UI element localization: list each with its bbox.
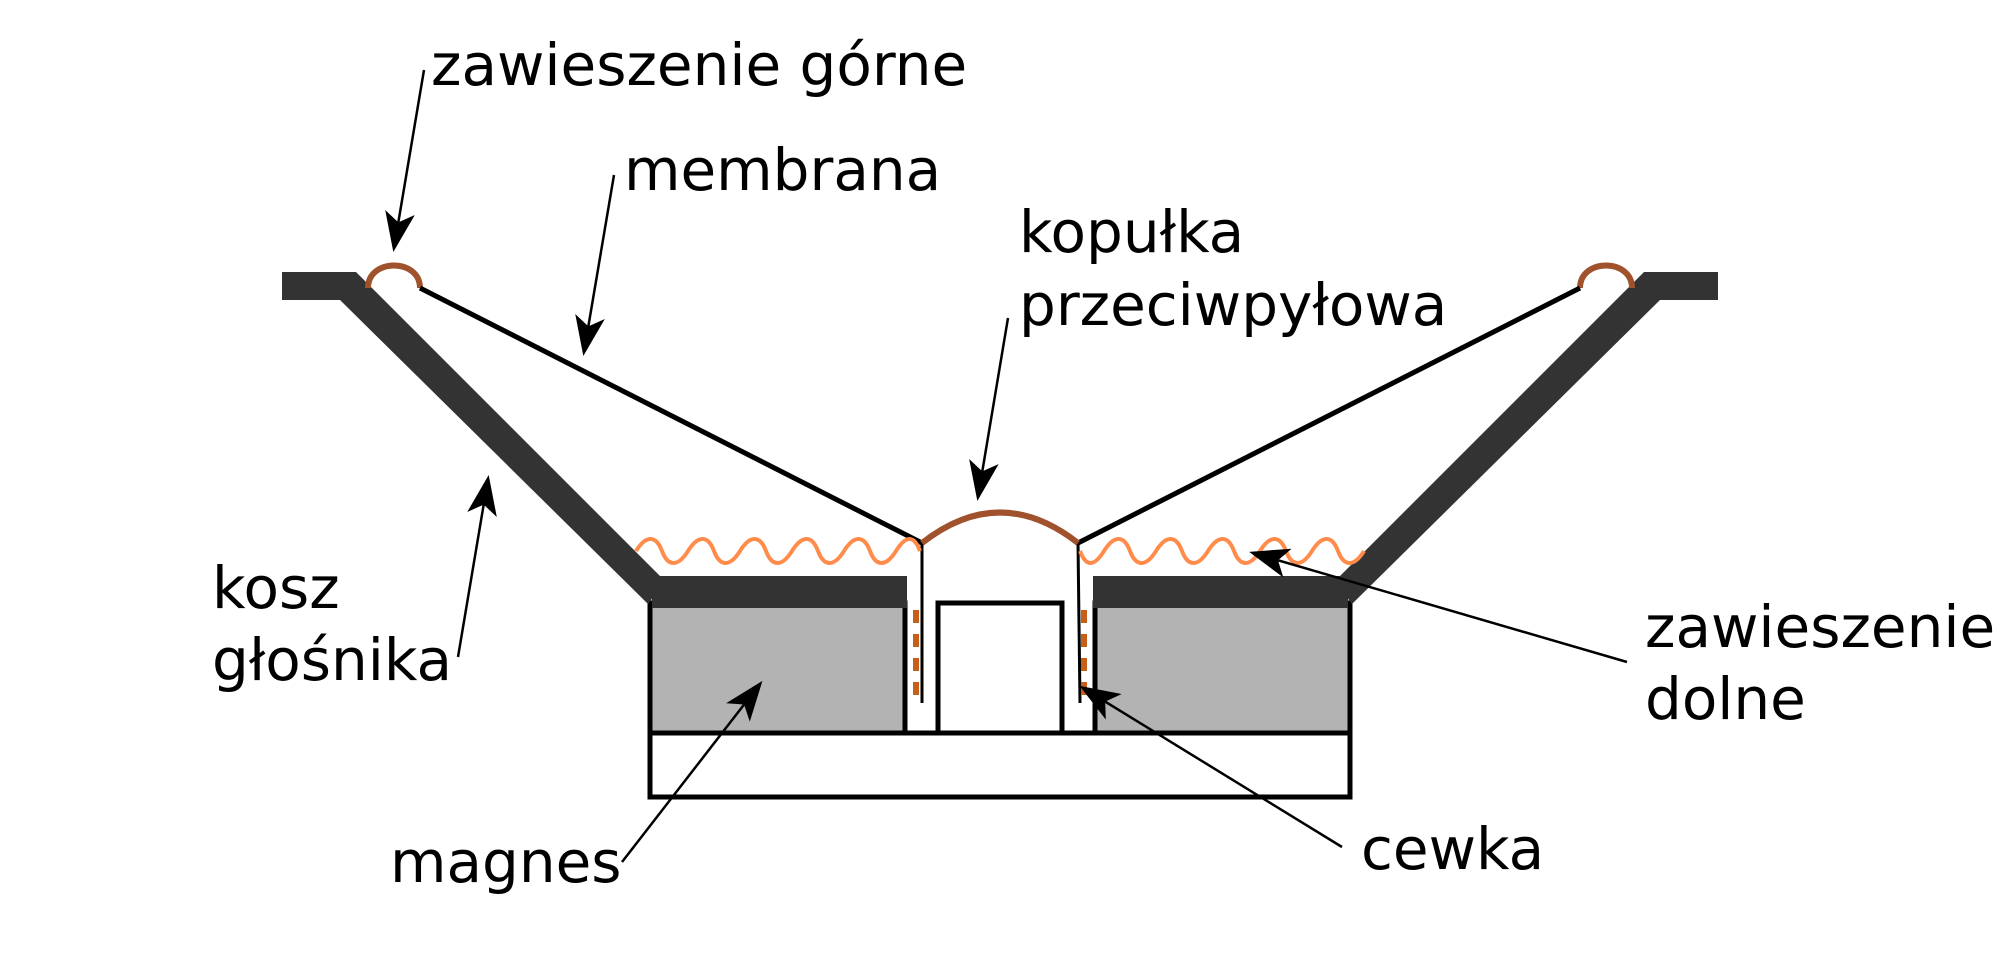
leader-upper-suspension	[385, 69, 426, 252]
membrane-right	[1076, 285, 1582, 546]
leader-magnet	[621, 680, 763, 863]
label-coil: cewka	[1361, 815, 1544, 883]
lower-suspension-right	[1078, 537, 1366, 565]
pole-piece	[935, 600, 1065, 736]
coil-former-right	[1076, 542, 1082, 704]
magnet-left	[647, 600, 908, 736]
bottom-plate	[647, 730, 1353, 800]
label-basket: kosz głośnika	[212, 554, 452, 694]
top-plate-right	[1093, 576, 1348, 608]
lower-suspension-left	[634, 537, 922, 565]
dust-cap	[920, 509, 1080, 546]
upper-suspension-right	[1577, 262, 1635, 289]
upper-suspension-left	[365, 262, 423, 289]
label-upper-suspension: zawieszenie górne	[431, 31, 967, 99]
label-dust-cap: kopułka przeciwpyłowa	[1019, 198, 1447, 339]
label-lower-suspension-line1: zawieszenie	[1645, 593, 1995, 661]
leader-coil	[1079, 685, 1343, 849]
leader-lower-suspension	[1249, 548, 1628, 664]
basket-left	[282, 272, 665, 604]
label-basket-line2: głośnika	[212, 626, 452, 694]
label-magnet: magnes	[390, 828, 622, 896]
membrane-left	[418, 285, 924, 546]
label-dust-cap-line1: kopułka	[1019, 198, 1244, 266]
leader-membrane	[575, 174, 616, 356]
label-membrane: membrana	[624, 136, 941, 204]
leader-basket	[456, 475, 497, 658]
top-plate-left	[652, 576, 907, 608]
leader-dust-cap	[969, 317, 1010, 501]
label-lower-suspension-line2: dolne	[1645, 665, 1806, 733]
basket-right	[1335, 272, 1718, 604]
label-basket-line1: kosz	[212, 554, 340, 622]
magnet-right	[1092, 600, 1353, 736]
label-lower-suspension: zawieszenie dolne	[1645, 593, 2000, 733]
label-dust-cap-line2: przeciwpyłowa	[1019, 271, 1447, 339]
